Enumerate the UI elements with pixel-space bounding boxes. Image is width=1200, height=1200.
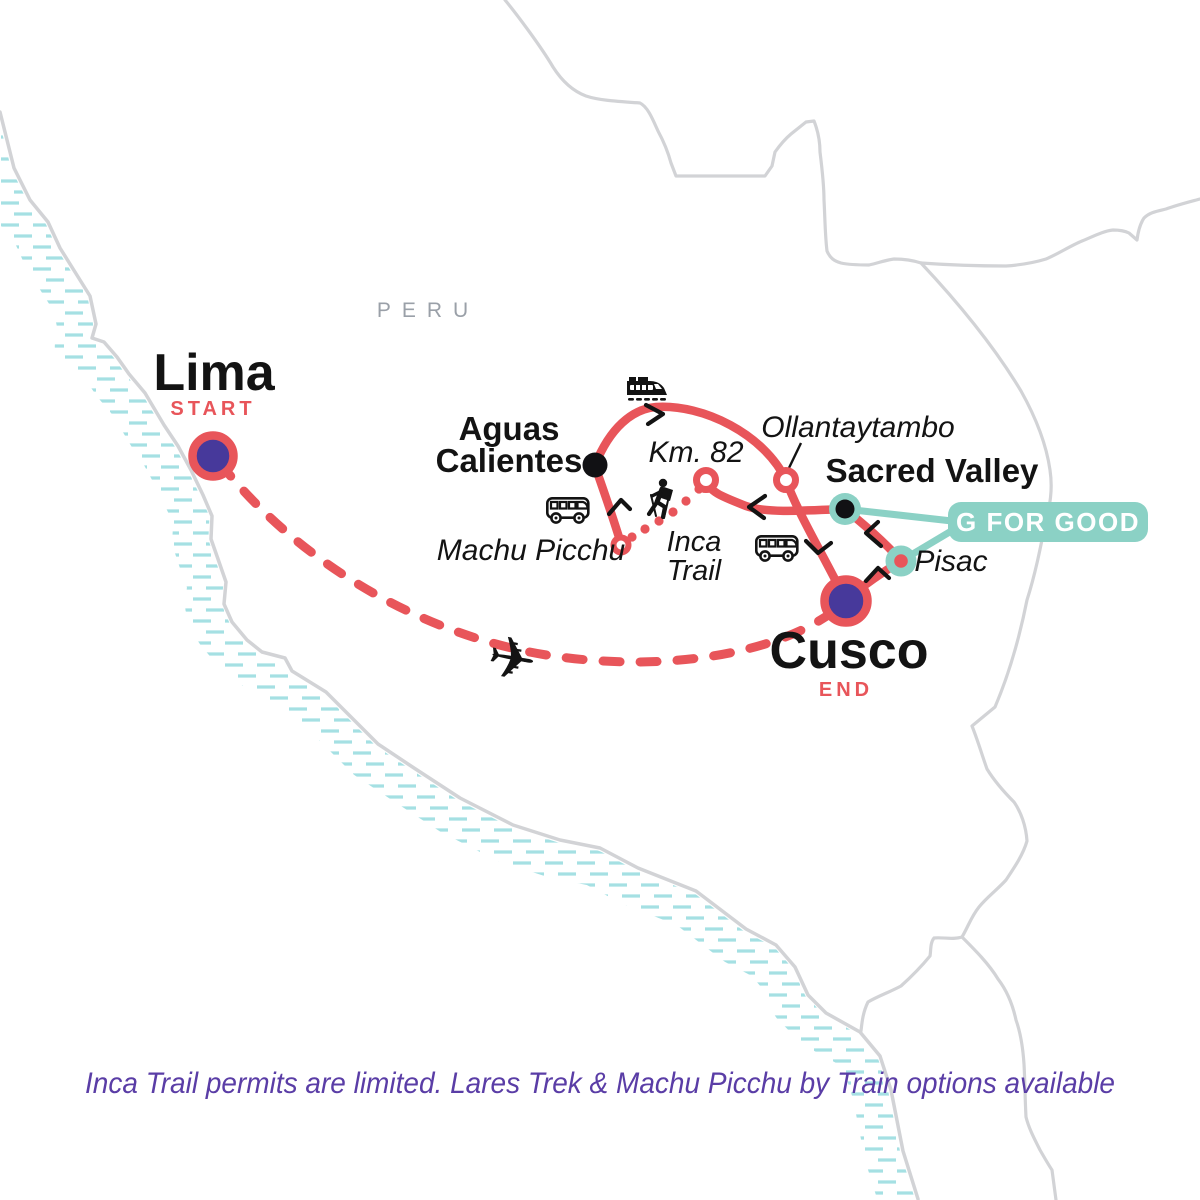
direction-arrow-train	[643, 402, 666, 427]
train-icon	[627, 377, 667, 401]
label-pisac: Pisac	[914, 545, 987, 578]
marker-ollantaytambo	[773, 467, 799, 493]
marker-pisac	[885, 545, 917, 577]
g-for-good-label: G FOR GOOD	[956, 507, 1140, 537]
direction-arrow-to-aguas	[606, 497, 633, 517]
label-machu-picchu: Machu Picchu	[437, 534, 626, 567]
tag-start: START	[170, 398, 255, 420]
gforgood-connector-sacred-valley	[841, 505, 956, 525]
marker-sacred-valley	[829, 493, 861, 525]
direction-arrow-to-sacredvalley	[863, 519, 884, 549]
g-for-good-badge: G FOR GOOD	[948, 502, 1148, 542]
label-inca-trail-line2: Trail	[667, 555, 723, 587]
label-sacred-valley: Sacred Valley	[826, 452, 1039, 489]
footnote: Inca Trail permits are limited. Lares Tr…	[85, 1067, 1115, 1100]
label-inca-trail-line1: Inca	[667, 526, 722, 558]
hiker-icon	[646, 478, 673, 520]
coast-hatching	[0, 124, 916, 1200]
label-aguas-line1: Aguas	[459, 410, 560, 447]
peru-coastline	[0, 110, 920, 1200]
border-east	[859, 261, 1053, 1033]
flight-route-lima-cusco	[215, 458, 845, 667]
label-km82: Km. 82	[648, 436, 743, 469]
direction-arrow-to-cusco	[803, 538, 834, 556]
airplane-icon: ✈	[483, 623, 542, 695]
marker-aguas-calientes	[582, 452, 608, 478]
label-ollantaytambo: Ollantaytambo	[761, 411, 954, 444]
label-lima: Lima	[153, 344, 275, 402]
marker-lima	[188, 431, 238, 481]
route-train-aguas-ollantaytambo	[590, 402, 791, 485]
marker-machu-picchu	[610, 534, 632, 556]
marker-cusco	[820, 575, 872, 627]
tag-end: END	[819, 679, 873, 701]
label-cusco: Cusco	[770, 622, 929, 680]
label-aguas-line2: Calientes	[436, 442, 583, 479]
country-label: PERU	[377, 299, 479, 322]
bus-icon	[545, 496, 590, 524]
marker-km82	[693, 467, 719, 493]
bus-icon	[754, 534, 799, 562]
ollantaytambo-pointer-line	[786, 442, 803, 471]
direction-arrow-to-pisac	[863, 565, 892, 584]
direction-arrow-to-km82	[746, 493, 768, 521]
border-southeast	[960, 935, 1058, 1200]
border-north	[503, 0, 1200, 268]
